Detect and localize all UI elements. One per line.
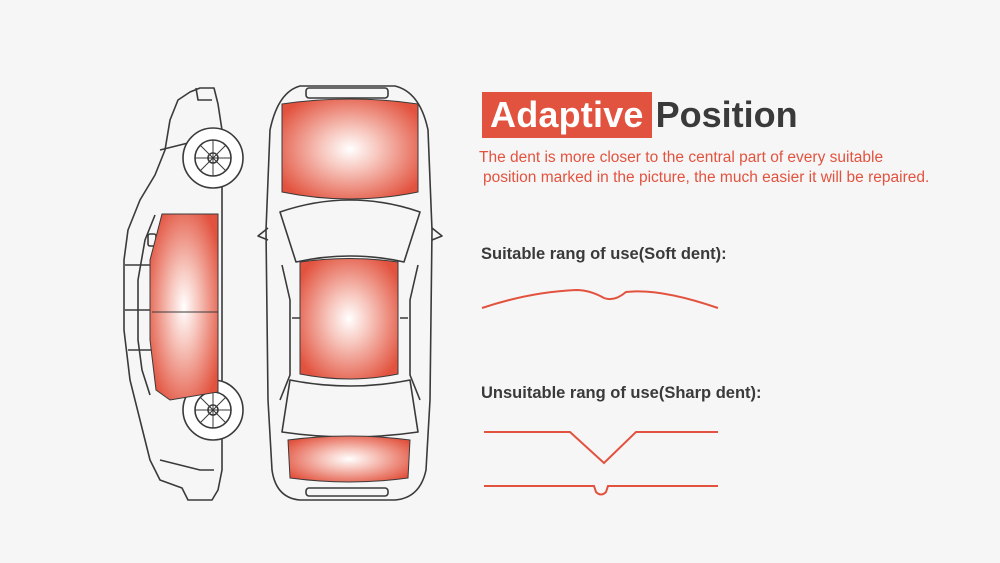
top-view-car (257, 85, 443, 501)
hood-dent-zone (281, 98, 419, 200)
car-diagram (123, 85, 443, 501)
description: The dent is more closer to the central p… (479, 148, 959, 188)
roof-dent-zone (299, 258, 399, 380)
trunk-dent-zone (287, 435, 411, 483)
title-highlight: Adaptive (482, 92, 652, 138)
description-line-2: position marked in the picture, the much… (483, 169, 930, 186)
page-title: Adaptive Position (482, 92, 798, 138)
front-wheel (182, 127, 244, 189)
title-rest: Position (655, 94, 798, 135)
soft-dent-curve (481, 288, 719, 309)
soft-dent-label: Suitable rang of use(Soft dent): (481, 245, 727, 263)
sharp-dent-label: Unsuitable rang of use(Sharp dent): (481, 384, 762, 402)
sharp-notch-curve (484, 485, 718, 496)
dent-profile-diagram (481, 288, 719, 496)
sharp-dent-curve (484, 431, 718, 465)
description-line-1: The dent is more closer to the central p… (479, 149, 884, 166)
side-door-dent-zone (149, 213, 219, 401)
